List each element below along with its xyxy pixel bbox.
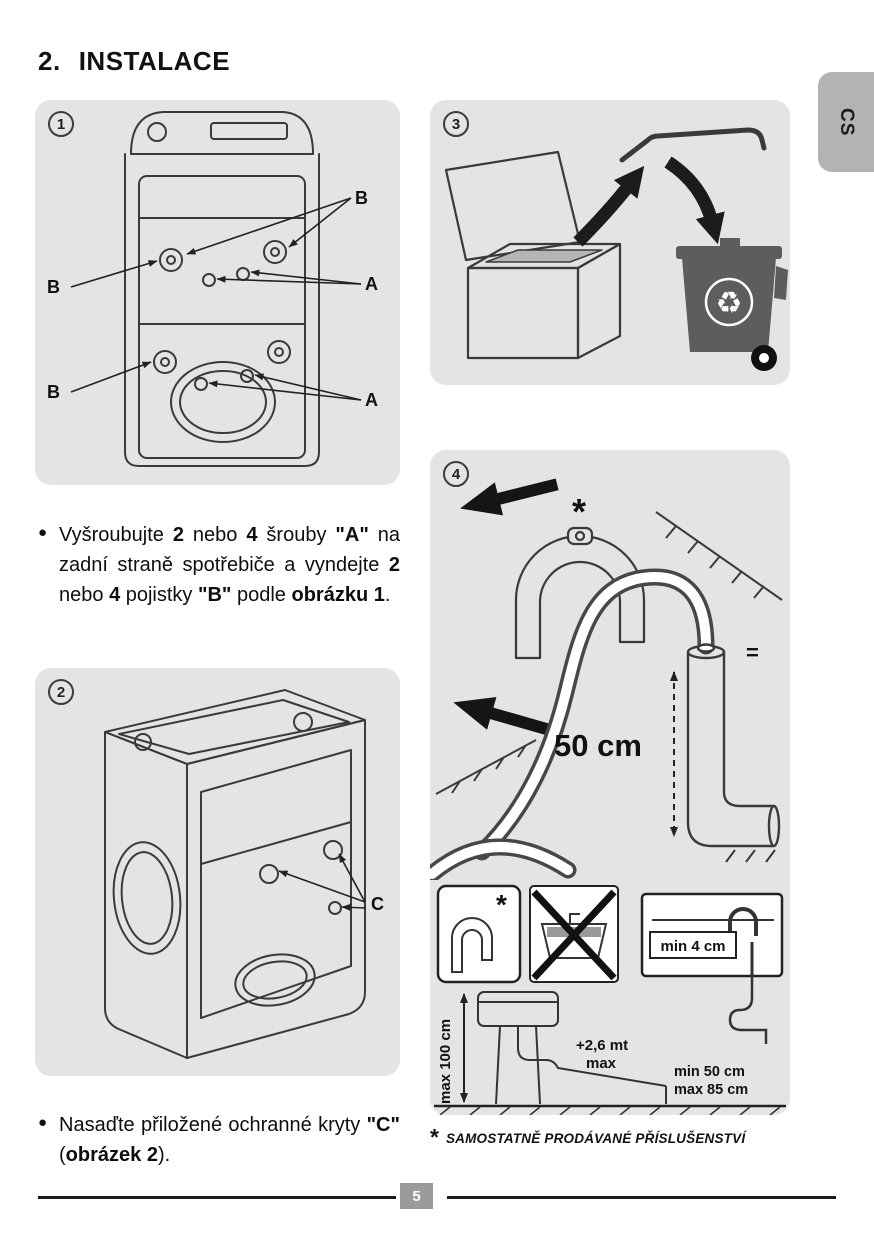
washer-rear-body — [124, 111, 320, 467]
arrow-up-icon — [573, 165, 645, 247]
arrow-down-icon — [664, 156, 725, 245]
text-segment: obrázku 1 — [291, 584, 385, 606]
height-label: 50 cm — [554, 728, 642, 763]
label-a-top: A — [365, 274, 378, 294]
max100-label: max 100 cm — [437, 1019, 454, 1104]
waste-bin-icon: ♻ — [676, 238, 788, 371]
standpipe — [686, 643, 781, 848]
page-number: 5 — [412, 1187, 421, 1205]
arrow-left-bottom-icon — [453, 697, 552, 736]
text-segment: obrázek 2 — [65, 1144, 158, 1166]
plus26-label: +2,6 mt — [576, 1037, 628, 1054]
figure-3-panel: 3 — [430, 100, 790, 385]
figure-2-panel: 2 — [35, 668, 400, 1076]
label-c: C — [371, 894, 384, 914]
figure-1-number-badge: 1 — [48, 111, 74, 137]
arrow-left-top-icon — [460, 478, 559, 516]
language-tab-label: CS — [836, 107, 857, 137]
text-segment: 4 — [109, 584, 121, 606]
max85-label: max 85 cm — [674, 1082, 748, 1098]
bullet-icon: ● — [38, 1114, 48, 1131]
figure-4-illustration-drain-hose: * — [430, 478, 783, 880]
footnote-asterisk: * — [430, 1124, 439, 1150]
label-b-bottom: B — [47, 382, 60, 402]
accessory-asterisk: * — [572, 491, 586, 532]
text-segment: nebo — [183, 524, 247, 546]
text-segment: . — [384, 584, 391, 606]
figure-4-detail-diagram: * min 4 cm max 100 cm — [434, 884, 786, 1115]
footer-rule-right — [447, 1196, 836, 1199]
footer-rule-left — [38, 1196, 396, 1199]
text-segment: "A" — [335, 524, 369, 546]
recycle-icon: ♻ — [716, 287, 743, 320]
text-segment: "C" — [366, 1114, 400, 1136]
wall-hatching-lower — [435, 739, 537, 795]
text-segment: pojistky — [120, 584, 198, 606]
text-segment: "B" — [198, 584, 232, 606]
figure-2-illustration-washer-side: C — [104, 689, 384, 1059]
label-b-left: B — [47, 277, 60, 297]
text-segment: Nasaďte přiložené ochranné kryty — [59, 1114, 367, 1136]
floor-hatching — [725, 849, 776, 863]
figure-1-panel: 1 — [35, 100, 400, 485]
footnote-text: SAMOSTATNĚ PRODÁVANÉ PŘÍSLUŠENSTVÍ — [445, 1131, 746, 1146]
detail-asterisk: * — [496, 889, 507, 920]
hose-guide-hook — [514, 526, 646, 660]
figure-3-number-badge: 3 — [443, 111, 469, 137]
figure-3-illustration-packaging-disposal: ♻ — [444, 127, 788, 371]
washbasin — [477, 991, 667, 1105]
min4-label: min 4 cm — [660, 938, 725, 955]
text-segment: podle — [231, 584, 292, 606]
page-number-badge: 5 — [400, 1183, 433, 1209]
text-segment: na zadní straně spotřebiče a vyndejte — [59, 524, 401, 576]
wall-hatching-upper — [655, 511, 783, 601]
figure-1-illustration-washer-rear: B A B B A — [47, 111, 378, 467]
language-tab: CS — [818, 72, 874, 172]
drain-hose — [430, 568, 715, 880]
siphon-trap — [728, 976, 768, 1044]
instruction-step-2: ● Nasaďte přiložené ochranné kryty "C" (o… — [38, 1110, 400, 1170]
open-appliance-box — [444, 150, 622, 360]
accessory-footnote: * SAMOSTATNĚ PRODÁVANÉ PŘÍSLUŠENSTVÍ — [430, 1126, 792, 1149]
section-title: INSTALACE — [78, 46, 231, 76]
floor-hatching — [439, 1106, 781, 1115]
min50-label: min 50 cm — [674, 1064, 745, 1080]
text-segment: ). — [157, 1144, 171, 1166]
detail-box-min4: min 4 cm — [640, 892, 784, 978]
label-b-top: B — [355, 188, 368, 208]
text-segment: 2 — [172, 524, 184, 546]
washer-side-body — [104, 689, 366, 1059]
page-title: 2. INSTALACE — [38, 46, 230, 77]
max-label: max — [586, 1055, 617, 1072]
bullet-icon: ● — [38, 524, 48, 541]
figure-1-number: 1 — [56, 115, 66, 133]
figure-4-number-badge: 4 — [443, 461, 469, 487]
figure-2-leader-arrows — [278, 853, 366, 911]
section-number: 2. — [38, 46, 61, 76]
figure-1-leader-arrows — [70, 197, 362, 401]
figure-2-number-badge: 2 — [48, 679, 74, 705]
instruction-step-1: ● Vyšroubujte 2 nebo 4 šrouby "A" na zadn… — [38, 520, 400, 610]
instruction-step-1-text: Vyšroubujte 2 nebo 4 šrouby "A" na zadní… — [59, 524, 400, 606]
figure-4-number: 4 — [451, 465, 461, 483]
label-a-bottom: A — [365, 390, 378, 410]
transport-brace — [619, 127, 767, 163]
text-segment: nebo — [59, 584, 110, 606]
figure-2-number: 2 — [56, 683, 66, 701]
detail-box-no-sink — [529, 885, 619, 983]
figure-3-number: 3 — [451, 115, 461, 133]
text-segment: Vyšroubujte — [59, 524, 173, 546]
text-segment: 4 — [246, 524, 258, 546]
text-segment: 2 — [388, 554, 400, 576]
equals-mark: = — [746, 640, 759, 665]
figure-4-panel: 4 * — [430, 450, 790, 1115]
text-segment: ( — [59, 1144, 66, 1166]
text-segment: šrouby — [257, 524, 336, 546]
detail-box-hook: * — [436, 884, 522, 984]
instruction-step-2-text: Nasaďte přiložené ochranné kryty "C" (ob… — [59, 1114, 400, 1166]
